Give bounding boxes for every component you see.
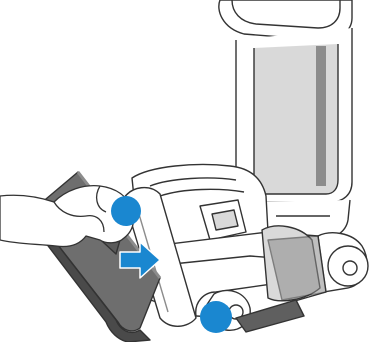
upper-callout-marker <box>111 196 141 226</box>
lower-callout-marker <box>200 301 232 333</box>
rear-wheel <box>318 233 368 292</box>
